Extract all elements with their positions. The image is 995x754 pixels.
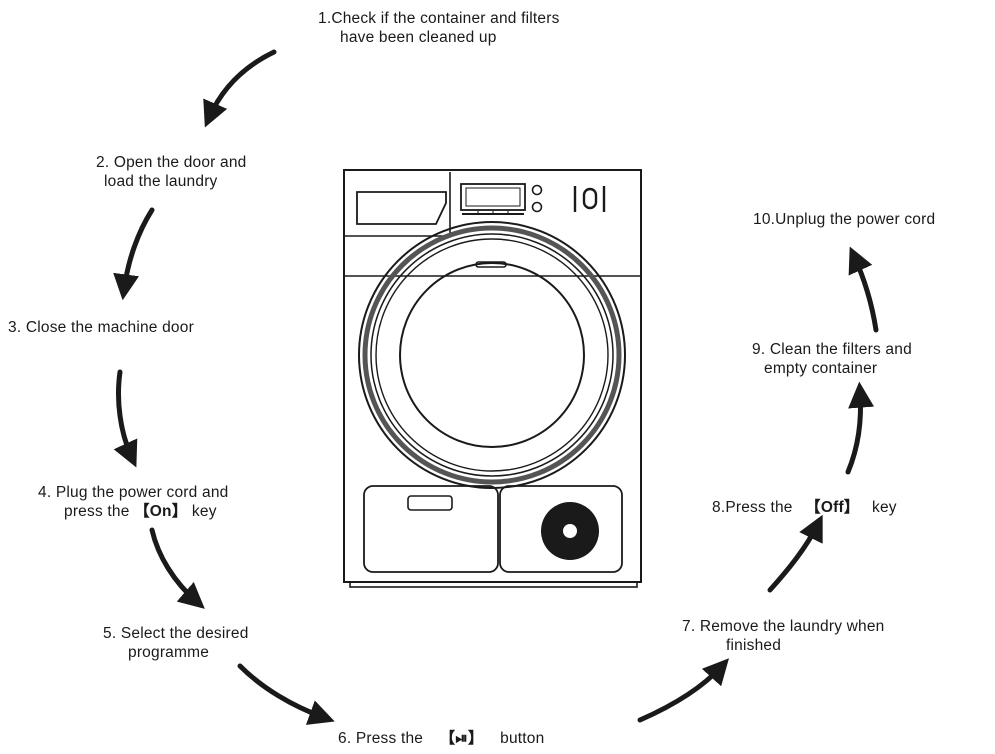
step-8-label: 8.Press the 【Off】 key xyxy=(712,499,897,516)
start-pause-key-label: 【⏯】 xyxy=(439,730,484,747)
arrow-8-to-9 xyxy=(845,381,875,475)
arrow-9-to-10 xyxy=(848,246,879,333)
arrow-7-to-8 xyxy=(767,514,823,593)
on-key-label: 【On】 xyxy=(134,503,188,520)
tumble-dryer-icon xyxy=(343,169,642,588)
step-6-label: 6. Press the 【⏯】 button xyxy=(338,730,545,747)
water-container-drawer xyxy=(356,191,447,225)
step-5-label: 5. Select the desired programme xyxy=(103,625,249,661)
arrow-2-to-3 xyxy=(113,207,155,301)
step-1-label: 1.Check if the container and filters hav… xyxy=(318,10,560,46)
door-outer-ring xyxy=(358,221,626,489)
step-2-label: 2. Open the door and load the laundry xyxy=(96,154,247,190)
door-glass xyxy=(399,262,585,448)
step-10-label: 10.Unplug the power cord xyxy=(753,211,936,228)
arrow-5-to-6 xyxy=(237,663,335,725)
door-handle xyxy=(475,261,507,268)
off-key-label: 【Off】 xyxy=(805,499,860,516)
filter-cover xyxy=(363,485,499,573)
arrow-3-to-4 xyxy=(113,369,138,468)
step-9-label: 9. Clean the filters and empty container xyxy=(752,341,912,377)
step-3-label: 3. Close the machine door xyxy=(8,319,194,336)
arrow-1-to-2 xyxy=(203,49,277,128)
step-7-label: 7. Remove the laundry when finished xyxy=(682,618,885,654)
arrow-6-to-7 xyxy=(637,658,729,723)
arrow-4-to-5 xyxy=(149,527,205,609)
step-4-label: 4. Plug the power cord and press the 【On… xyxy=(38,484,229,520)
